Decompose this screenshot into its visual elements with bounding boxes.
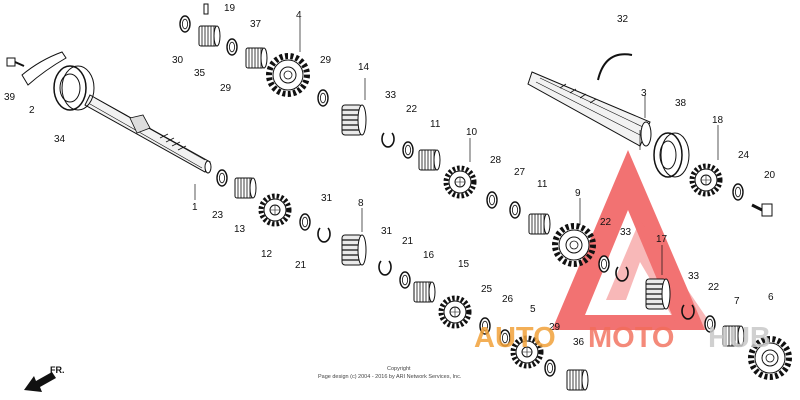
label-part-3: 3 bbox=[641, 88, 647, 99]
part-37-needle-bearing bbox=[245, 47, 268, 69]
label-part-33-a: 33 bbox=[385, 90, 397, 101]
countershaft bbox=[84, 94, 212, 174]
part-labels: 1 2 3 4 5 6 7 8 9 10 11 11 12 13 14 15 1… bbox=[4, 3, 776, 348]
label-part-10: 10 bbox=[466, 127, 478, 138]
label-part-22-a: 22 bbox=[406, 104, 418, 115]
label-part-22-c: 22 bbox=[708, 282, 720, 293]
label-part-15: 15 bbox=[458, 259, 470, 270]
label-part-7: 7 bbox=[734, 296, 740, 307]
part-12-gear bbox=[261, 196, 289, 224]
label-part-27: 27 bbox=[514, 167, 526, 178]
label-part-16: 16 bbox=[423, 250, 435, 261]
part-8-gear bbox=[341, 234, 367, 266]
label-part-14: 14 bbox=[358, 62, 370, 73]
label-part-21-a: 21 bbox=[295, 260, 307, 271]
label-part-12: 12 bbox=[261, 249, 273, 260]
label-part-33-c: 33 bbox=[688, 271, 700, 282]
label-part-29-a: 29 bbox=[220, 83, 232, 94]
label-part-34: 34 bbox=[54, 134, 66, 145]
part-21-washer-a bbox=[299, 213, 311, 231]
label-part-4: 4 bbox=[296, 10, 302, 21]
part-22-washer-a bbox=[402, 141, 414, 159]
part-33-clip-a bbox=[381, 132, 395, 148]
part-31-clip-a bbox=[317, 227, 331, 243]
label-part-18: 18 bbox=[712, 115, 724, 126]
front-direction-arrow: FR. bbox=[24, 365, 65, 392]
part-13-bushing bbox=[234, 177, 257, 199]
part-30-washer bbox=[179, 15, 191, 33]
label-part-13: 13 bbox=[234, 224, 246, 235]
part-39-bolt bbox=[6, 57, 25, 67]
label-part-33-b: 33 bbox=[620, 227, 632, 238]
part-15-gear bbox=[441, 298, 469, 326]
watermark-text: AUTO MOTO HUB bbox=[474, 322, 771, 354]
part-36-bearing bbox=[566, 369, 589, 391]
label-part-6: 6 bbox=[768, 292, 774, 303]
part-10-gear bbox=[446, 168, 474, 196]
part-32-wire bbox=[597, 53, 633, 81]
label-part-23: 23 bbox=[212, 210, 224, 221]
part-27-washer bbox=[509, 201, 521, 219]
label-part-38: 38 bbox=[675, 98, 687, 109]
label-part-29-b: 29 bbox=[320, 55, 332, 66]
label-part-30: 30 bbox=[172, 55, 184, 66]
label-part-35: 35 bbox=[194, 68, 206, 79]
leader-lines bbox=[194, 18, 719, 275]
label-part-17: 17 bbox=[656, 234, 668, 245]
copyright: Copyright Page design (c) 2004 - 2016 by… bbox=[318, 366, 462, 380]
label-part-9: 9 bbox=[575, 188, 581, 199]
part-11-bushing-a bbox=[418, 149, 441, 171]
part-14-gear bbox=[341, 104, 367, 136]
part-2-plate bbox=[21, 51, 67, 86]
watermark-moto: MOTO bbox=[588, 322, 674, 354]
part-16-bushing bbox=[413, 281, 436, 303]
label-part-36: 36 bbox=[573, 337, 585, 348]
watermark-hub: HUB bbox=[708, 322, 771, 354]
part-28-washer bbox=[486, 191, 498, 209]
part-19-pin bbox=[203, 3, 209, 15]
part-11-bushing-b bbox=[528, 213, 551, 235]
label-part-11-a: 11 bbox=[430, 119, 441, 130]
label-part-11-b: 11 bbox=[537, 179, 548, 190]
label-part-39: 39 bbox=[4, 92, 16, 103]
label-part-21-b: 21 bbox=[402, 236, 414, 247]
label-part-19: 19 bbox=[224, 3, 236, 14]
mainshaft bbox=[527, 71, 652, 147]
front-direction-label: FR. bbox=[50, 365, 65, 375]
label-part-2: 2 bbox=[29, 105, 35, 116]
label-part-32: 32 bbox=[617, 14, 629, 25]
part-31-clip-b bbox=[378, 260, 392, 276]
part-20-bolt bbox=[751, 203, 773, 217]
label-part-29-c: 29 bbox=[549, 322, 561, 333]
part-34-bearing bbox=[53, 65, 95, 111]
label-part-26: 26 bbox=[502, 294, 514, 305]
label-part-28: 28 bbox=[490, 155, 502, 166]
label-part-5: 5 bbox=[530, 304, 536, 315]
part-29-washer-b bbox=[317, 89, 329, 107]
part-24-washer bbox=[732, 183, 744, 201]
copyright-line-2: Page design (c) 2004 - 2016 by ARI Netwo… bbox=[318, 374, 462, 380]
part-21-washer-b bbox=[399, 271, 411, 289]
part-38-bearing bbox=[653, 132, 690, 178]
label-part-25: 25 bbox=[481, 284, 493, 295]
label-part-8: 8 bbox=[358, 198, 364, 209]
label-part-37: 37 bbox=[250, 19, 262, 30]
label-part-20: 20 bbox=[764, 170, 776, 181]
copyright-line-1: Copyright bbox=[387, 366, 411, 372]
label-part-1: 1 bbox=[192, 202, 198, 213]
part-29-washer-a bbox=[226, 38, 238, 56]
label-part-22-b: 22 bbox=[600, 217, 612, 228]
part-23-washer bbox=[216, 169, 228, 187]
label-part-24: 24 bbox=[738, 150, 750, 161]
part-18-sprocket bbox=[692, 166, 720, 194]
label-part-31-b: 31 bbox=[381, 226, 393, 237]
part-4-gear bbox=[269, 56, 307, 94]
part-17-gear bbox=[645, 278, 671, 310]
part-29-washer-c bbox=[544, 359, 556, 377]
part-35-bearing bbox=[198, 25, 221, 47]
part-22-washer-b bbox=[598, 255, 610, 273]
label-part-31-a: 31 bbox=[321, 193, 333, 204]
watermark-auto: AUTO bbox=[474, 322, 556, 354]
